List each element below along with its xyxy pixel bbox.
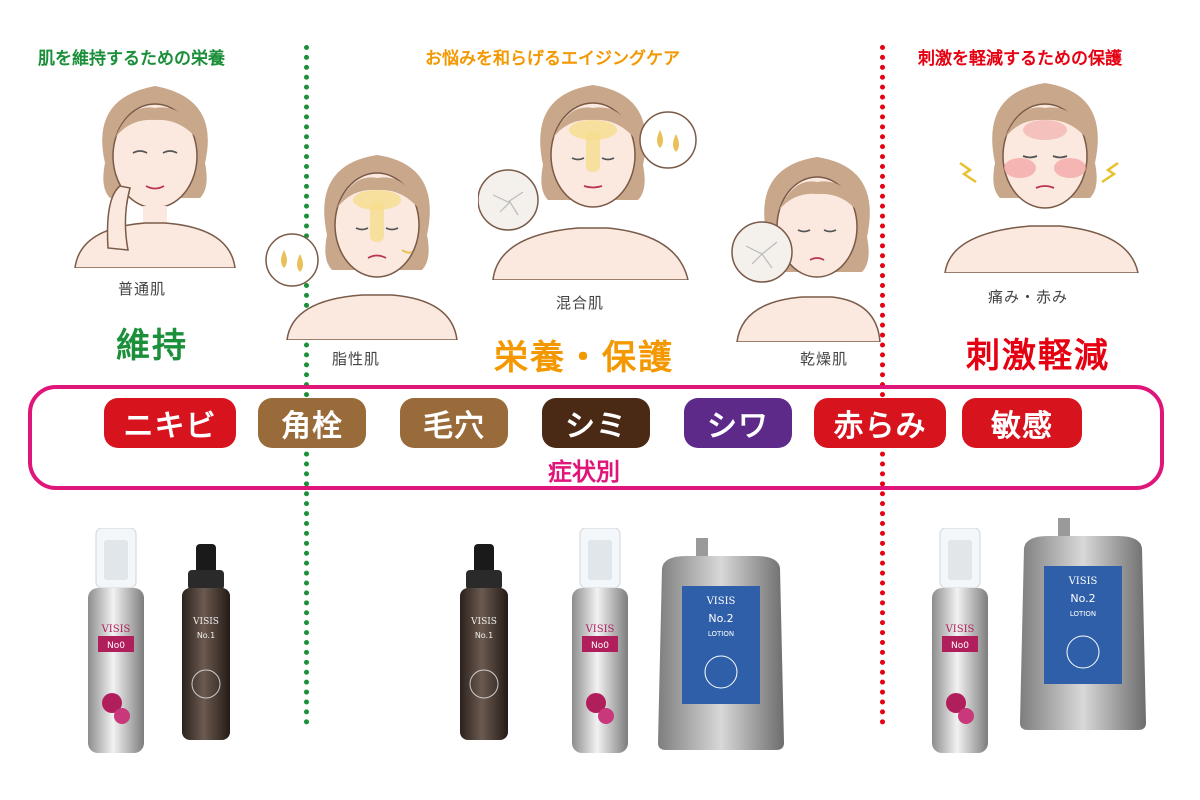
product-number-text: No.1 — [197, 631, 215, 640]
face-illustration-normal — [60, 68, 250, 268]
product-brand-text: VISIS — [945, 624, 975, 635]
face-illustration-pain-redness — [940, 68, 1140, 273]
product-type-text: LOTION — [1070, 610, 1096, 618]
product-bottle-no0-middle: VISIS No0 — [566, 528, 634, 758]
product-number-text: No.2 — [1070, 592, 1095, 605]
product-number-text: No0 — [107, 641, 125, 651]
product-type-text: LOTION — [708, 630, 734, 638]
product-bottle-no0: VISIS No0 — [82, 528, 150, 758]
category-nourish-protect: 栄養・保護 — [494, 338, 674, 378]
symptom-pill-sensitive: 敏感 — [962, 398, 1082, 448]
product-brand-text: VISIS — [1068, 576, 1098, 587]
skin-label-dry: 乾燥肌 — [800, 350, 849, 368]
product-brand-text: VISIS — [470, 617, 497, 627]
symptom-pill-redness: 赤らみ — [814, 398, 946, 448]
category-maintain: 維持 — [116, 326, 188, 366]
symptom-pill-acne: ニキビ — [104, 398, 236, 448]
section-title-maintain: 肌を維持するための栄養 — [38, 49, 225, 69]
product-brand-text: VISIS — [192, 617, 219, 627]
product-brand-text: VISIS — [706, 596, 736, 607]
skin-label-pain-redness: 痛み・赤み — [988, 288, 1069, 306]
symptom-pill-clogged-pores: 角栓 — [258, 398, 366, 448]
skin-label-combination: 混合肌 — [556, 294, 605, 312]
skin-label-normal: 普通肌 — [118, 280, 167, 298]
product-number-text: No.1 — [475, 631, 493, 640]
product-number-text: No0 — [951, 641, 969, 651]
face-illustration-oily — [262, 140, 462, 340]
product-brand-text: VISIS — [585, 624, 615, 635]
symptom-pill-pores: 毛穴 — [400, 398, 508, 448]
product-bottle-no0-right: VISIS No0 — [926, 528, 994, 758]
product-pouch-no2-middle: VISIS No.2 LOTION — [656, 538, 786, 753]
symptom-frame — [28, 385, 1164, 490]
product-bottle-no1-middle: VISIS No.1 — [454, 544, 514, 744]
category-irritation-reduce: 刺激軽減 — [966, 336, 1110, 376]
skin-label-oily: 脂性肌 — [332, 350, 381, 368]
symptom-pill-wrinkles: シワ — [684, 398, 792, 448]
face-illustration-dry — [722, 142, 882, 342]
section-title-protection: 刺激を軽減するための保護 — [918, 49, 1122, 69]
product-number-text: No.2 — [708, 612, 733, 625]
product-pouch-no2-right: VISIS No.2 LOTION — [1018, 518, 1148, 733]
symptom-pill-spots: シミ — [542, 398, 650, 448]
product-brand-text: VISIS — [101, 624, 131, 635]
symptom-caption: 症状別 — [548, 458, 620, 486]
product-number-text: No0 — [591, 641, 609, 651]
product-bottle-no1-left: VISIS No.1 — [176, 544, 236, 744]
section-title-aging-care: お悩みを和らげるエイジングケア — [425, 49, 680, 69]
face-illustration-combination — [478, 70, 698, 280]
